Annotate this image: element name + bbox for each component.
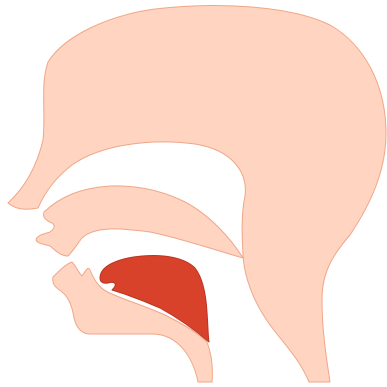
upper-jaw-palate-shape bbox=[36, 186, 243, 258]
